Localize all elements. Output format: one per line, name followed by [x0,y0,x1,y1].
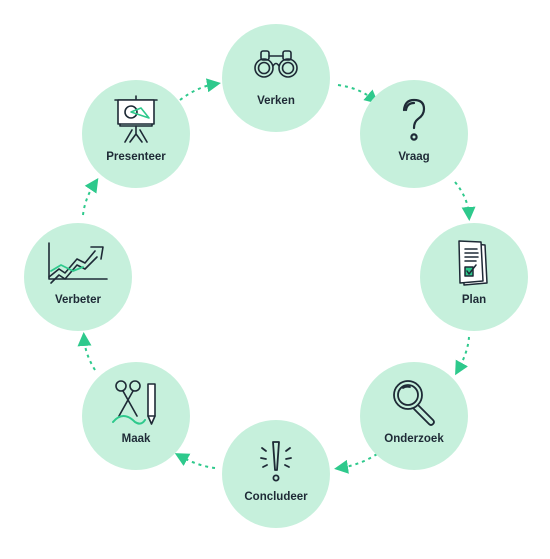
step-concludeer: Concludeer [222,420,330,528]
arrow-plan-to-onderzoek [455,336,470,376]
arrow-verbeter-to-presenteer [82,178,99,216]
step-verbeter: Verbeter [24,223,132,331]
step-label: Maak [121,433,151,445]
step-vraag: Vraag [360,80,468,188]
arrow-presenteer-to-verken [179,78,221,101]
arrow-onderzoek-to-concludeer [334,453,378,474]
arrow-verken-to-vraag [337,84,379,104]
step-label: Plan [461,294,487,306]
presentation-board-icon [114,95,158,143]
step-maak: Maak [82,362,190,470]
step-verken: Verken [222,24,330,132]
step-plan: Plan [420,223,528,331]
step-onderzoek: Onderzoek [360,362,468,470]
binoculars-icon [254,50,298,78]
magnifier-icon [393,380,435,426]
exclamation-icon [260,441,292,482]
step-presenteer: Presenteer [82,80,190,188]
step-label: Concludeer [244,491,308,503]
step-label: Presenteer [106,151,166,163]
step-label: Verken [257,95,295,107]
arrow-concludeer-to-maak [174,453,216,469]
trend-up-chart-icon [48,242,108,284]
scissors-pencil-icon [112,380,156,425]
step-label: Vraag [398,151,430,163]
step-label: Verbeter [54,294,102,306]
step-label: Onderzoek [384,433,444,445]
clipboard-documents-icon [458,240,488,286]
arrow-maak-to-verbeter [77,332,96,371]
arrow-vraag-to-plan [454,181,476,221]
question-mark-icon [402,98,426,141]
